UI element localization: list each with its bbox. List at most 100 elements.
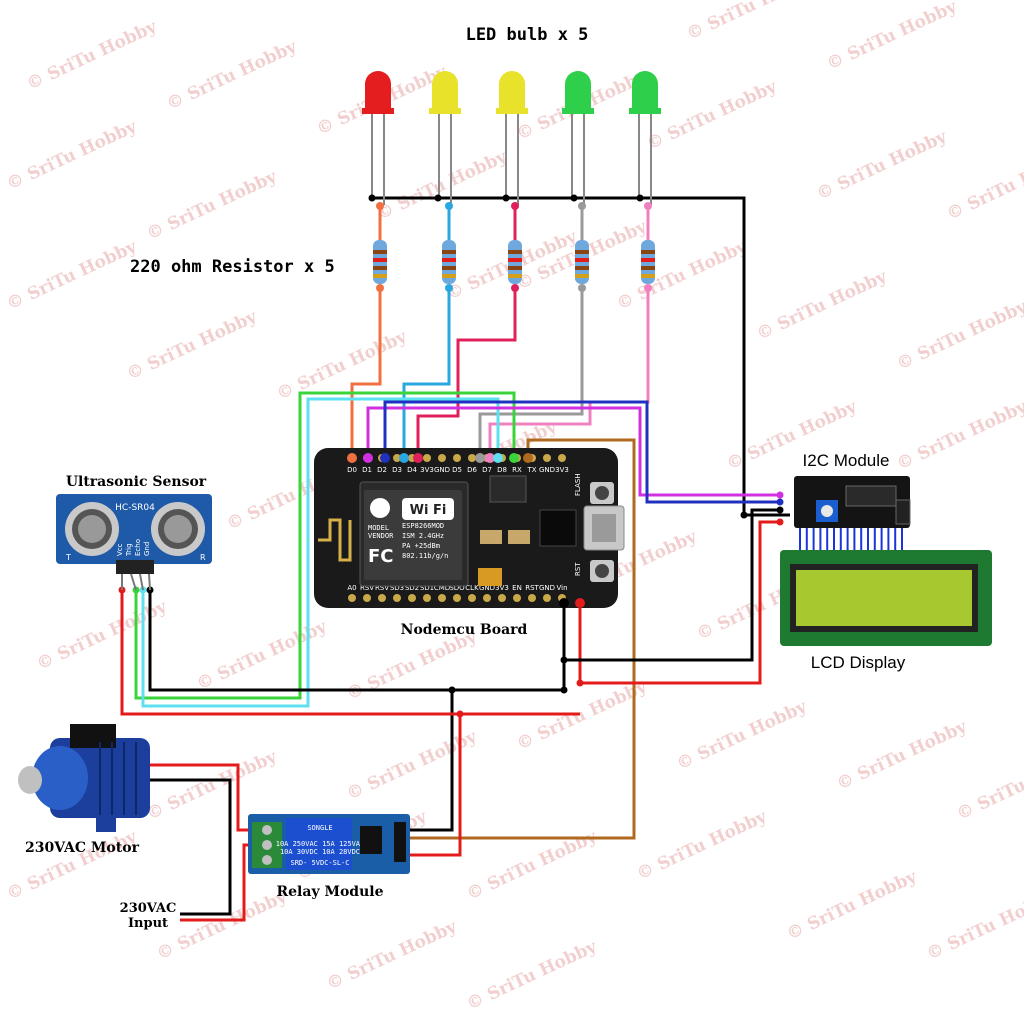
resistor-band bbox=[373, 266, 387, 270]
rst-board-label: RST bbox=[574, 562, 582, 576]
resistor-band bbox=[508, 266, 522, 270]
watermark-text: © SriTu Hobby bbox=[834, 716, 971, 794]
pin-label: RX bbox=[512, 466, 522, 474]
watermark-text: © SriTu Hobby bbox=[754, 266, 891, 344]
resistor-band bbox=[641, 250, 655, 254]
resistor-dot bbox=[376, 284, 384, 292]
watermark-text: © SriTu Hobby bbox=[944, 146, 1024, 224]
led-title: LED bulb x 5 bbox=[466, 25, 589, 45]
header-pin bbox=[498, 594, 506, 602]
pin-label: CMD bbox=[434, 584, 450, 592]
watermark-text: © SriTu Hobby bbox=[674, 696, 811, 774]
pin-label: GND bbox=[479, 584, 495, 592]
resistor-band bbox=[508, 250, 522, 254]
relay-brand: SONGLE bbox=[307, 824, 332, 832]
resistor-band bbox=[575, 258, 589, 262]
pin-label: 3V3 bbox=[555, 466, 569, 474]
resistor-band bbox=[373, 274, 387, 278]
resistor-group bbox=[373, 202, 655, 292]
resistor-band bbox=[508, 258, 522, 262]
led-rim bbox=[496, 108, 528, 114]
resistor-band bbox=[575, 274, 589, 278]
watermark-text: © SriTu Hobby bbox=[784, 866, 921, 944]
header-pin bbox=[348, 594, 356, 602]
resistor-band bbox=[641, 274, 655, 278]
led-bulb bbox=[632, 71, 658, 112]
resistor-dot bbox=[445, 202, 453, 210]
led-signal-wires bbox=[350, 290, 650, 458]
resistor-dot bbox=[511, 284, 519, 292]
led-rim bbox=[362, 108, 394, 114]
pin-label: D7 bbox=[482, 466, 492, 474]
watermark-text: © SriTu Hobby bbox=[894, 396, 1024, 474]
resistor-dot bbox=[445, 284, 453, 292]
hcsr04-side-t: T bbox=[65, 553, 71, 562]
resistor-band bbox=[442, 258, 456, 262]
led-bulb bbox=[565, 71, 591, 112]
watermark-text: © SriTu Hobby bbox=[644, 76, 781, 154]
relay-label: Relay Module bbox=[277, 884, 384, 900]
pin-label: SDO bbox=[449, 584, 465, 592]
watermark-text: © SriTu Hobby bbox=[144, 746, 281, 824]
pin-label: D4 bbox=[407, 466, 417, 474]
led-bulb bbox=[499, 71, 525, 112]
pin-label: D1 bbox=[362, 466, 372, 474]
resistor-dot bbox=[578, 202, 586, 210]
lcd-label: LCD Display bbox=[811, 653, 906, 672]
resistor-dot bbox=[644, 284, 652, 292]
header-pin bbox=[468, 454, 476, 462]
led-rim bbox=[429, 108, 461, 114]
watermark-text: © SriTu Hobby bbox=[824, 0, 961, 75]
nodemcu-top-wire-dots bbox=[347, 453, 585, 608]
motor bbox=[18, 724, 150, 832]
watermark-text: © SriTu Hobby bbox=[4, 826, 141, 904]
resistor-dot bbox=[644, 202, 652, 210]
pin-label: GND bbox=[539, 466, 555, 474]
led-bulb bbox=[365, 71, 391, 112]
resistor-dot bbox=[578, 284, 586, 292]
led-rim bbox=[562, 108, 594, 114]
junction-dots bbox=[368, 194, 748, 718]
lcd-display bbox=[780, 550, 992, 646]
ultrasonic-label: Ultrasonic Sensor bbox=[66, 474, 207, 490]
led-bulb bbox=[432, 71, 458, 112]
pin-label: EN bbox=[512, 584, 522, 592]
pin-label: RST bbox=[525, 584, 539, 592]
pin-label: D5 bbox=[452, 466, 462, 474]
i2c-module bbox=[776, 476, 911, 552]
header-pin bbox=[438, 454, 446, 462]
watermark-text: © SriTu Hobby bbox=[894, 296, 1024, 374]
fc-mark: FC bbox=[368, 546, 394, 567]
watermark-text: © SriTu Hobby bbox=[154, 886, 291, 964]
header-pin bbox=[468, 594, 476, 602]
watermark-text: © SriTu Hobby bbox=[684, 0, 821, 45]
watermark-text: © SriTu Hobby bbox=[324, 916, 461, 994]
resistor-dot bbox=[511, 202, 519, 210]
watermark-text: © SriTu Hobby bbox=[924, 886, 1024, 964]
watermark-text: © SriTu Hobby bbox=[344, 626, 481, 704]
header-pin bbox=[543, 594, 551, 602]
header-pin bbox=[423, 454, 431, 462]
watermark-text: © SriTu Hobby bbox=[614, 236, 751, 314]
header-pin bbox=[393, 454, 401, 462]
watermark-text: © SriTu Hobby bbox=[164, 36, 301, 114]
resistor-band bbox=[373, 258, 387, 262]
led-ground-rail bbox=[372, 196, 790, 517]
pin-label: GND bbox=[539, 584, 555, 592]
resistor-band bbox=[641, 266, 655, 270]
pin-label: 3V3 bbox=[420, 466, 434, 474]
pin-label: D6 bbox=[467, 466, 477, 474]
hcsr04-pin-label: Echo bbox=[134, 539, 142, 556]
pin-label: D0 bbox=[347, 466, 357, 474]
resistor-band bbox=[508, 274, 522, 278]
relay-part: SRD- 5VDC-SL-C bbox=[290, 859, 349, 867]
pin-label: D8 bbox=[497, 466, 507, 474]
header-pin bbox=[543, 454, 551, 462]
hcsr04-pin-label: Vcc bbox=[116, 543, 124, 556]
header-pin bbox=[558, 454, 566, 462]
header-pin bbox=[483, 594, 491, 602]
header-pin bbox=[363, 594, 371, 602]
resistor-band bbox=[641, 258, 655, 262]
